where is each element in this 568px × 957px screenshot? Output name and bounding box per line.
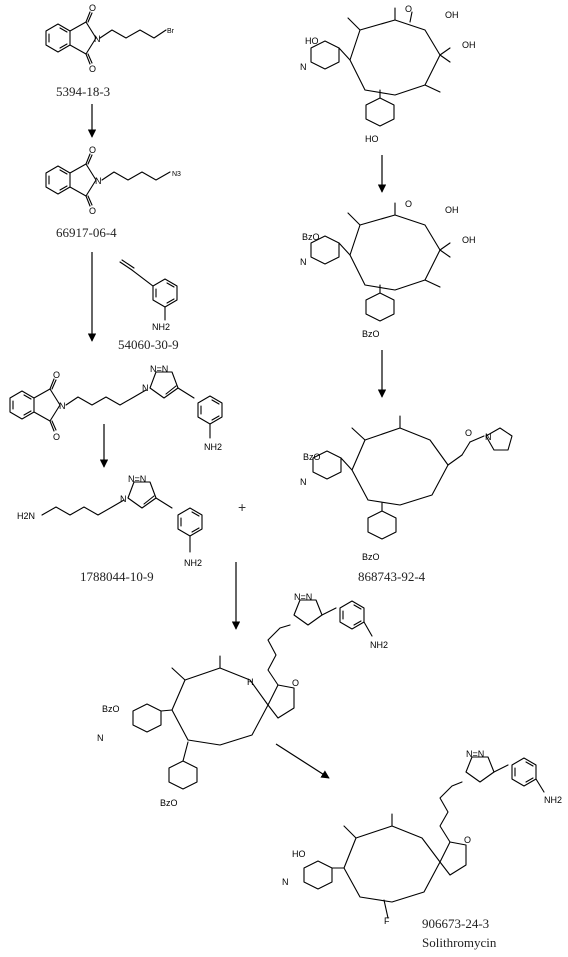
cas-1788044-10-9: 1788044-10-9	[80, 569, 154, 584]
c6-oh2: OH	[462, 40, 476, 50]
cas-66917-06-4: 66917-06-4	[56, 225, 117, 240]
c7-oh1: OH	[445, 205, 459, 215]
c6-ho1: HO	[305, 36, 319, 46]
c7-oh2: OH	[462, 235, 476, 245]
c4-tn2: N=N	[150, 364, 168, 374]
c8-imn: N	[485, 432, 492, 442]
c9-o: O	[292, 678, 299, 688]
c8-bzo2: BzO	[362, 552, 380, 562]
c1-br: Br	[167, 28, 175, 35]
c8-o: O	[465, 428, 472, 438]
compound-4-triazole-phthalimide: O O N N N=N NH2	[9, 364, 223, 452]
c9-h: H	[247, 677, 254, 687]
compound-5394-18-3: O O N Br	[45, 3, 175, 74]
cas-868743-92-4: 868743-92-4	[358, 569, 426, 584]
c6-oh1: OH	[445, 10, 459, 20]
cas-5394-18-3: 5394-18-3	[56, 84, 110, 99]
c9-bzo1: BzO	[102, 704, 120, 714]
c2-o1: O	[89, 145, 96, 155]
c7-o: O	[405, 199, 412, 209]
c4-o1: O	[53, 370, 60, 380]
c10-o: O	[464, 835, 471, 845]
c5-tn2: N=N	[128, 474, 146, 484]
c1-o2: O	[89, 64, 96, 74]
c4-tn1: N	[142, 383, 149, 393]
cas-54060-30-9: 54060-30-9	[118, 337, 179, 352]
c6-ho2: HO	[365, 134, 379, 144]
c6-o: O	[405, 4, 412, 14]
c8-n: N	[300, 477, 307, 487]
c1-o1: O	[89, 3, 96, 13]
arrow-9-to-10	[275, 743, 330, 779]
cas-906673-24-3: 906673-24-3	[422, 916, 489, 931]
c10-f: F	[384, 916, 390, 926]
compound-9-coupled: BzO N BzO H O N=N NH2	[97, 592, 388, 808]
c9-n: N	[97, 733, 104, 743]
compound-906673-24-3: HO N F O N=N NH2	[282, 749, 562, 926]
c9-nh2: NH2	[370, 640, 388, 650]
plus-sign: +	[238, 499, 246, 515]
c9-tn: N=N	[294, 592, 312, 602]
compound-7-macrolide: BzO N BzO OH OH O	[300, 199, 476, 339]
compound-66917-06-4: O O N N3	[45, 145, 181, 216]
c4-n: N	[59, 401, 66, 411]
c7-bzo2: BzO	[362, 329, 380, 339]
c5-nh2: NH2	[184, 558, 202, 568]
name-solithromycin: Solithromycin	[422, 935, 497, 950]
c4-o2: O	[53, 432, 60, 442]
compound-1788044-10-9: H2N N N=N NH2	[17, 474, 203, 568]
compound-6-macrolide: HO N HO OH OH O	[300, 4, 476, 144]
c5-h2n: H2N	[17, 511, 35, 521]
c10-tn: N=N	[466, 749, 484, 759]
c10-nh2: NH2	[544, 795, 562, 805]
c5-tn1: N	[120, 494, 127, 504]
c4-nh2: NH2	[204, 442, 222, 452]
c6-n: N	[300, 62, 307, 72]
c10-ho: HO	[292, 849, 306, 859]
c1-n: N	[94, 34, 101, 44]
compound-54060-30-9: NH2	[119, 259, 178, 332]
c8-bzo1: BzO	[303, 452, 321, 462]
compound-868743-92-4: BzO N BzO O N	[300, 415, 513, 562]
c2-n3: N3	[172, 171, 181, 178]
c2-o2: O	[89, 206, 96, 216]
c9-bzo2: BzO	[160, 798, 178, 808]
c7-bzo1: BzO	[302, 232, 320, 242]
c2-n: N	[95, 176, 102, 186]
c10-n: N	[282, 877, 289, 887]
c3-nh2: NH2	[152, 322, 170, 332]
c7-n: N	[300, 257, 307, 267]
